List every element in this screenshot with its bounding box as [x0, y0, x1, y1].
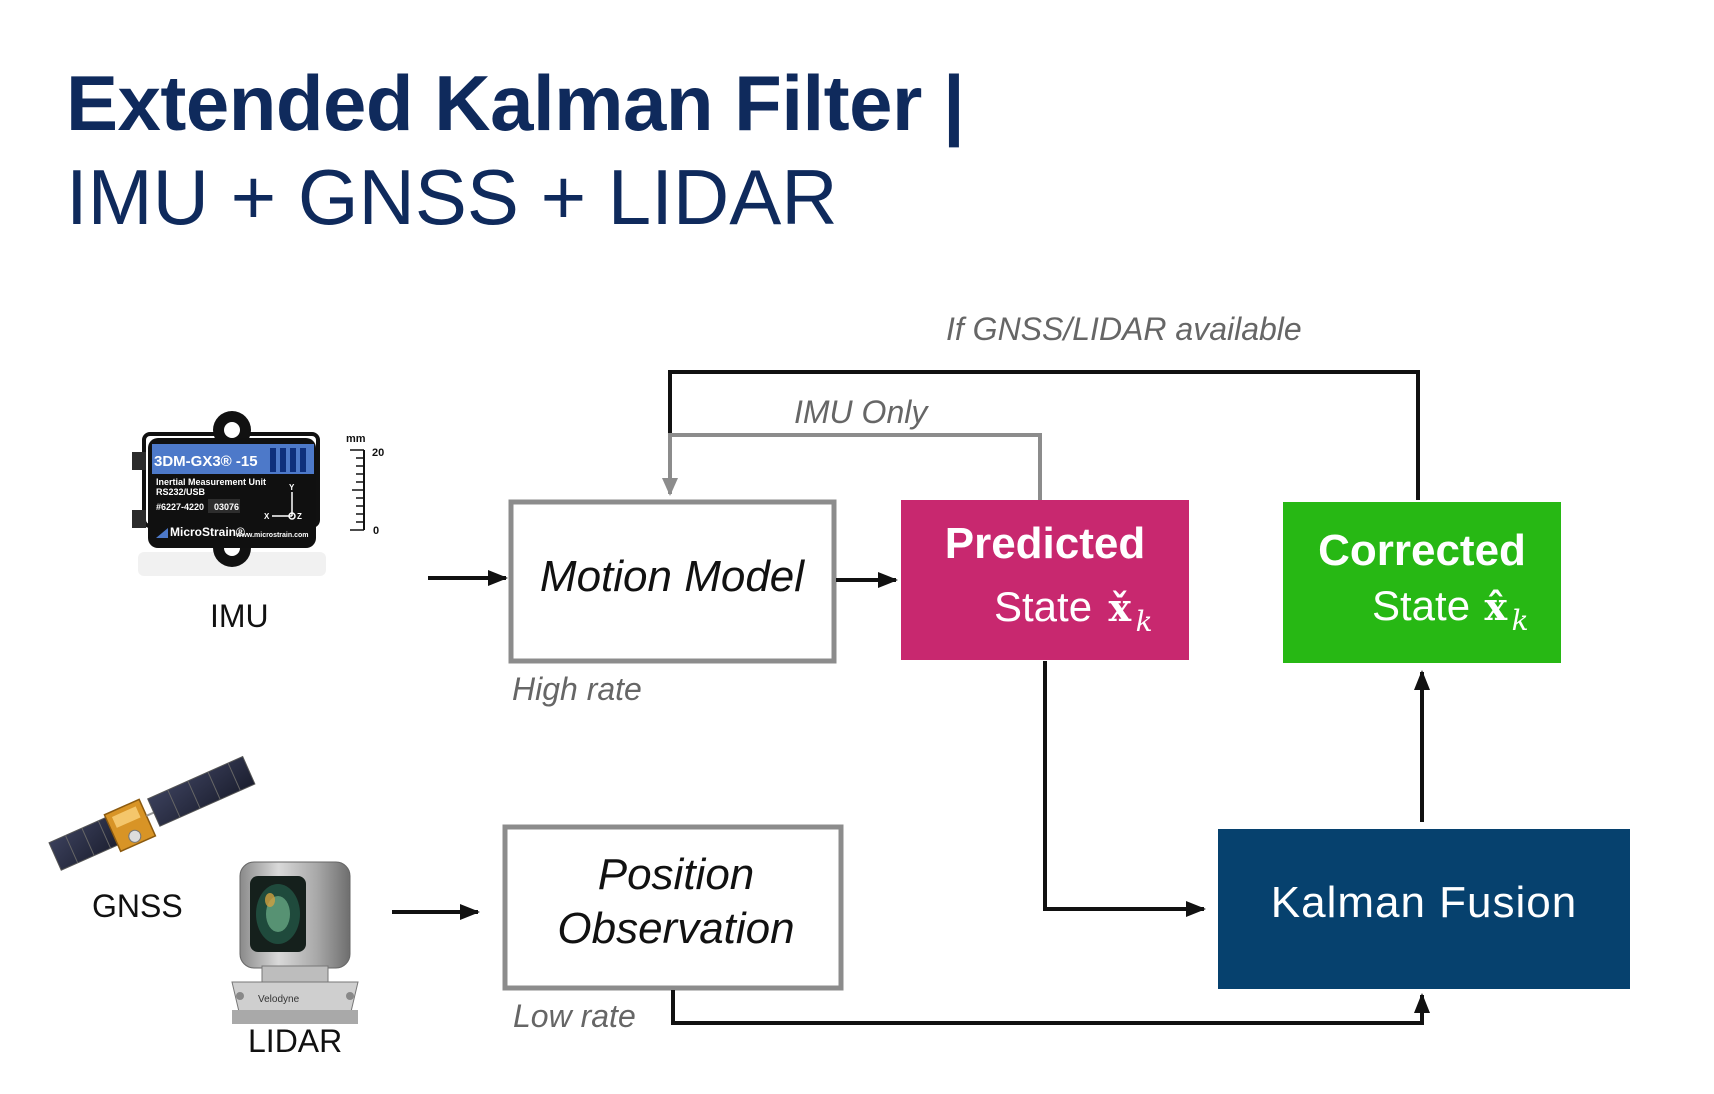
- gnss-satellite-image: [48, 755, 256, 871]
- imu-desc-line1: Inertial Measurement Unit: [156, 477, 266, 487]
- lidar-label: LIDAR: [248, 1023, 342, 1059]
- observation-to-fusion-arrow: [671, 990, 1430, 1025]
- kalman-fusion-text: Kalman Fusion: [1271, 878, 1577, 927]
- imu-brand: MicroStrain®: [170, 525, 245, 539]
- scale-unit: mm: [346, 433, 366, 445]
- imu-url: www.microstrain.com: [235, 532, 308, 539]
- position-observation-line1: Position: [598, 850, 755, 899]
- high-rate-label: High rate: [512, 671, 642, 707]
- imu-axis-x: X: [264, 512, 270, 521]
- predicted-to-fusion-arrow: [1043, 661, 1206, 917]
- gnss-lidar-available-label: If GNSS/LIDAR available: [946, 311, 1302, 347]
- corrected-state-box: [1283, 502, 1561, 663]
- kalman-fusion-box: [1218, 829, 1630, 989]
- title-line-1: Extended Kalman Filter |: [66, 59, 965, 147]
- gnss-lidar-loop: [668, 370, 1420, 500]
- corrected-state-subscript: k: [1512, 604, 1529, 637]
- imu-label: IMU: [210, 598, 269, 634]
- corrected-state-line: State x̂ k: [1372, 582, 1529, 637]
- predicted-state-word: State: [994, 583, 1092, 630]
- imu-device-image: 3DM-GX3® -15 Inertial Measurement Unit R…: [132, 411, 326, 576]
- corrected-state-word: State: [1372, 582, 1470, 629]
- low-rate-label: Low rate: [513, 998, 636, 1034]
- position-observation-line2: Observation: [557, 904, 794, 953]
- lidar-sensor-image: Velodyne: [231, 861, 359, 1024]
- predicted-state-symbol: x̌: [1109, 585, 1132, 630]
- corrected-state-symbol: x̂: [1485, 584, 1508, 629]
- imu-only-label: IMU Only: [794, 394, 929, 430]
- title-line-2: IMU + GNSS + LIDAR: [66, 153, 838, 241]
- imu-part-number: #6227-4220: [156, 502, 204, 512]
- predicted-state-line: State x̌ k: [994, 583, 1153, 638]
- corrected-title: Corrected: [1318, 526, 1526, 575]
- imu-model-text: 3DM-GX3® -15: [154, 453, 258, 470]
- lidar-brand: Velodyne: [258, 994, 300, 1005]
- motion-model-box: [508, 499, 837, 664]
- imu-serial: 03076: [214, 502, 239, 512]
- scale-min: 0: [373, 525, 379, 537]
- imu-only-loop: [662, 433, 1042, 500]
- gnss-label: GNSS: [92, 888, 183, 924]
- predicted-state-subscript: k: [1136, 605, 1153, 638]
- imu-axis-z: Z: [297, 512, 302, 521]
- imu-axis-y: Y: [289, 483, 295, 492]
- mm-scale: mm 20 0: [346, 433, 384, 537]
- position-observation-box: [502, 824, 844, 991]
- predicted-title: Predicted: [945, 519, 1146, 568]
- imu-desc-line2: RS232/USB: [156, 487, 206, 497]
- predicted-state-box: [901, 500, 1189, 660]
- scale-max: 20: [372, 447, 384, 459]
- motion-model-text: Motion Model: [540, 552, 805, 601]
